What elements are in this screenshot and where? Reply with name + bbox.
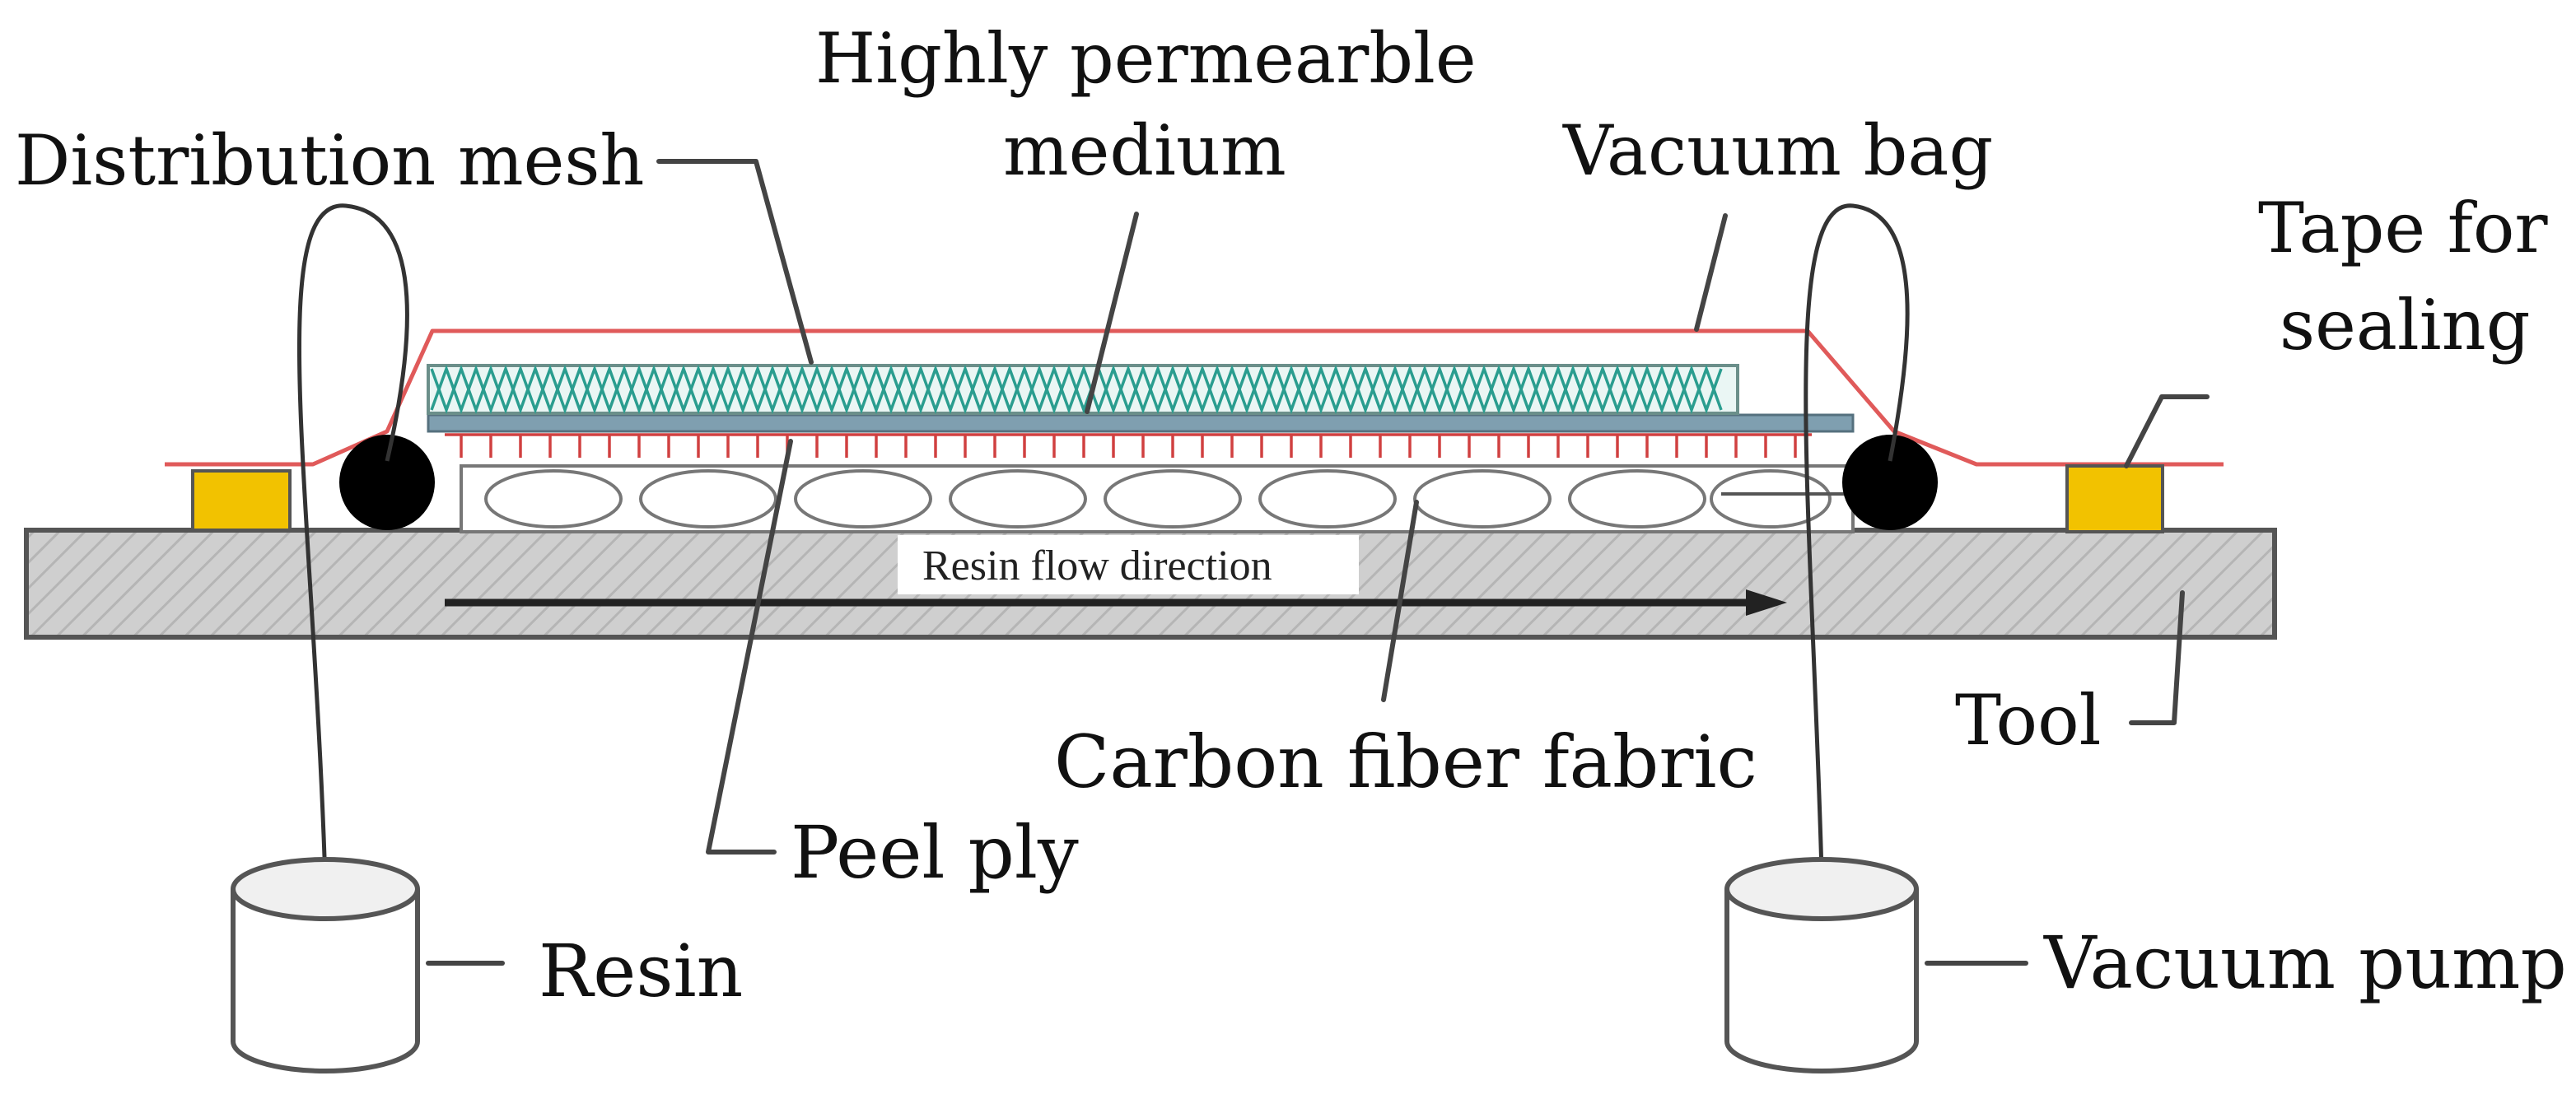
label-vacuum-pump: Vacuum pump bbox=[2043, 920, 2567, 1005]
sealing-tape-left bbox=[191, 469, 292, 532]
sealing-tape-right bbox=[2065, 464, 2164, 533]
resin-flow-label-bg bbox=[898, 535, 1359, 594]
fiber-tow bbox=[794, 469, 932, 529]
carbon-fiber-fabric bbox=[484, 469, 1832, 529]
label-distribution-mesh: Distribution mesh bbox=[15, 120, 645, 201]
label-peel-ply: Peel ply bbox=[791, 810, 1079, 895]
fiber-tow bbox=[1413, 469, 1552, 529]
label-tool: Tool bbox=[1955, 680, 2102, 761]
label-tape-line2: sealing bbox=[2280, 285, 2531, 366]
fiber-tow bbox=[484, 469, 623, 529]
leader-vacuum-bag bbox=[1694, 213, 1728, 332]
label-highly-permeable-line1: Highly permearble bbox=[815, 18, 1477, 99]
resin-hose bbox=[296, 203, 409, 882]
leader-highly-permeable bbox=[1085, 212, 1139, 414]
fiber-tow bbox=[1568, 469, 1706, 529]
leader-distribution-mesh bbox=[656, 159, 814, 365]
label-highly-permeable-line2: medium bbox=[1003, 110, 1286, 191]
resin-flow-label: Resin flow direction bbox=[922, 543, 1272, 589]
label-tape-line1: Tape for bbox=[2258, 188, 2548, 268]
caul-layer bbox=[427, 413, 1855, 433]
leader-peel-ply bbox=[706, 439, 793, 855]
fiber-tow bbox=[1104, 469, 1242, 529]
fiber-tow bbox=[1710, 469, 1832, 529]
vacuum-bag bbox=[165, 328, 2224, 467]
fiber-tow bbox=[639, 469, 777, 529]
peel-ply bbox=[445, 433, 1812, 458]
fiber-tow bbox=[1258, 469, 1397, 529]
label-vacuum-bag: Vacuum bag bbox=[1562, 110, 1993, 191]
leader-tool bbox=[2129, 590, 2185, 725]
mesh-zigzag bbox=[430, 364, 1723, 415]
label-carbon-fiber: Carbon fiber fabric bbox=[1054, 719, 1757, 804]
leader-carbon-fiber bbox=[1381, 500, 1419, 702]
vacuum-outlet-seal bbox=[1842, 435, 1938, 530]
mesh-zigzag-line bbox=[430, 364, 1723, 415]
label-resin: Resin bbox=[539, 929, 743, 1013]
resin-flow-arrowhead bbox=[1746, 589, 1787, 616]
resin-bucket bbox=[231, 857, 420, 1073]
leader-tape bbox=[2124, 394, 2210, 468]
vacuum-hose bbox=[1804, 203, 1910, 873]
vacuum-pump-bucket bbox=[1724, 857, 1919, 1073]
resin-inlet-seal bbox=[339, 435, 435, 530]
fiber-tow bbox=[949, 469, 1087, 529]
